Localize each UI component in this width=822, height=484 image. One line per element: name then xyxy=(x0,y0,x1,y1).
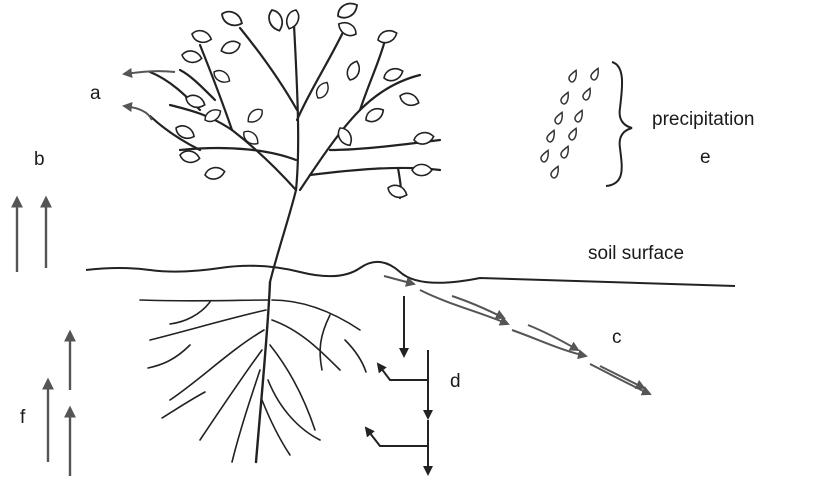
upward-arrows-f xyxy=(48,332,70,476)
infiltration-arrows xyxy=(366,296,428,474)
upward-arrows-b xyxy=(17,198,46,272)
label-d: d xyxy=(450,372,461,391)
label-b: b xyxy=(34,150,45,169)
runoff-arrows xyxy=(384,276,650,394)
plant-leaves xyxy=(174,0,435,200)
transpiration-arrows xyxy=(124,71,175,120)
label-e: e xyxy=(700,148,711,167)
label-a: a xyxy=(90,84,101,103)
precipitation-brace xyxy=(606,62,632,186)
plant-roots xyxy=(140,282,366,462)
label-f: f xyxy=(20,408,25,427)
label-precipitation: precipitation xyxy=(652,110,754,129)
label-c: c xyxy=(612,328,622,347)
rain-drops xyxy=(540,67,600,179)
label-soil-surface: soil surface xyxy=(588,244,684,263)
